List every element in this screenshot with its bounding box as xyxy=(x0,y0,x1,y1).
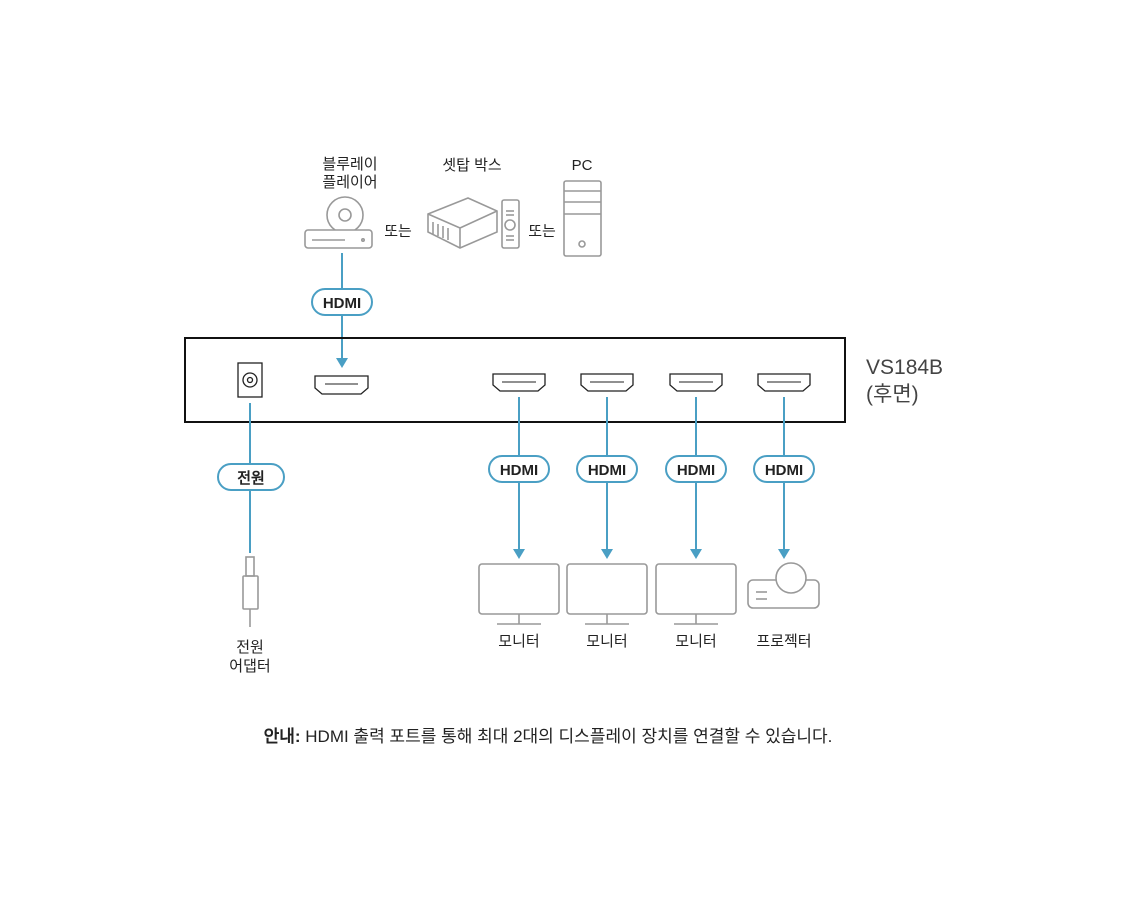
bluray-label-1: 블루레이 xyxy=(322,156,377,173)
hdmi-input-port xyxy=(314,375,369,395)
display-label: 모니터 xyxy=(498,633,539,650)
input-hdmi-label: HDMI xyxy=(323,295,361,312)
monitor-icon xyxy=(566,563,648,625)
note: 안내: HDMI 출력 포트를 통해 최대 2대의 디스플레이 장치를 연결할 … xyxy=(264,727,833,746)
note-label: 안내: xyxy=(264,727,301,746)
output-3: HDMI 모니터 xyxy=(655,373,737,650)
output-1: HDMI 모니터 xyxy=(478,373,560,650)
power-cable: 전원 xyxy=(217,403,285,553)
arrow-icon xyxy=(690,549,702,559)
bluray-player-icon xyxy=(304,196,373,249)
settop-box-icon xyxy=(427,197,520,249)
input-hdmi-cable: HDMI xyxy=(311,253,373,368)
power-adapter-plug-icon xyxy=(242,556,259,627)
hdmi-pill xyxy=(753,455,815,483)
output-2: HDMI 모니터 xyxy=(566,373,648,650)
power-jack-icon xyxy=(237,362,263,398)
monitor-icon xyxy=(478,563,560,625)
monitor-icon xyxy=(655,563,737,625)
arrow-icon xyxy=(513,549,525,559)
display-label: 모니터 xyxy=(586,633,627,650)
or-label: 또는 xyxy=(528,223,556,240)
hdmi-pill xyxy=(576,455,638,483)
power-label: 전원 xyxy=(237,470,265,487)
or-label: 또는 xyxy=(384,223,412,240)
display-label: 모니터 xyxy=(675,633,716,650)
device-model: VS184B xyxy=(866,356,943,379)
output-hdmi-label: HDMI xyxy=(500,462,538,479)
projector-icon xyxy=(747,562,820,609)
arrow-icon xyxy=(778,549,790,559)
note-text: HDMI 출력 포트를 통해 최대 2대의 디스플레이 장치를 연결할 수 있습… xyxy=(301,727,833,746)
pc-label: PC xyxy=(572,157,593,174)
output-hdmi-label: HDMI xyxy=(765,462,803,479)
vs184b-rear-panel xyxy=(184,337,846,423)
power-adapter-label-2: 어댑터 xyxy=(229,658,270,675)
arrow-icon xyxy=(601,549,613,559)
output-hdmi-label: HDMI xyxy=(677,462,715,479)
display-label: 프로젝터 xyxy=(756,633,811,650)
output-hdmi-label: HDMI xyxy=(588,462,626,479)
settop-label: 셋탑 박스 xyxy=(442,157,502,174)
bluray-label-2: 플레이어 xyxy=(322,174,377,191)
output-4: HDMI 프로젝터 xyxy=(747,373,820,650)
pc-tower-icon xyxy=(563,180,602,257)
device-subtitle: (후면) xyxy=(866,383,919,406)
power-adapter-label-1: 전원 xyxy=(236,639,264,656)
hdmi-pill xyxy=(488,455,550,483)
hdmi-pill xyxy=(665,455,727,483)
